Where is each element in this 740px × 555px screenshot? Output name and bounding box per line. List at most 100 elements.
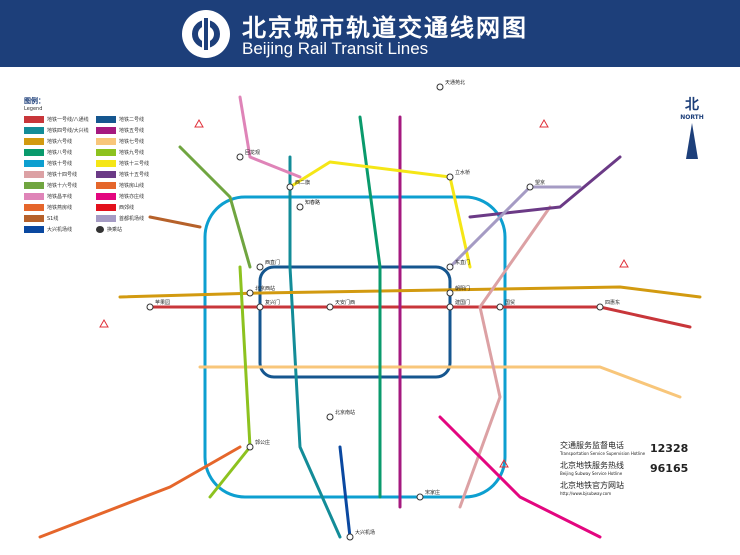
legend-item: 地铁四号线/大兴线 bbox=[24, 127, 92, 134]
station-marker[interactable] bbox=[326, 303, 334, 311]
legend-item: 地铁亦庄线 bbox=[96, 193, 164, 200]
station-marker[interactable] bbox=[496, 303, 504, 311]
station-label[interactable]: 西二旗 bbox=[295, 179, 310, 186]
station-label[interactable]: 望京 bbox=[535, 179, 545, 186]
line-fangshan bbox=[38, 445, 242, 539]
line-changping bbox=[238, 95, 302, 179]
line-2 bbox=[258, 265, 452, 379]
station-label[interactable]: 天通苑北 bbox=[445, 79, 465, 86]
line-13 bbox=[288, 160, 472, 269]
station-marker[interactable] bbox=[256, 303, 264, 311]
legend-item: 首都机场线 bbox=[96, 215, 164, 222]
station-label[interactable]: 宋家庄 bbox=[425, 489, 440, 496]
legend-item: 地铁九号线 bbox=[96, 149, 164, 156]
line-batong bbox=[598, 305, 692, 329]
legend-label: 地铁十四号线 bbox=[47, 172, 78, 178]
station-label[interactable]: 知春路 bbox=[305, 199, 320, 206]
station-marker[interactable] bbox=[246, 443, 254, 451]
station-label[interactable]: 复兴门 bbox=[265, 299, 280, 306]
beijing-subway-logo bbox=[182, 10, 230, 58]
legend-label: 地铁十号线 bbox=[47, 161, 73, 167]
legend-label: 地铁八号线 bbox=[47, 150, 73, 156]
line-7 bbox=[198, 365, 682, 399]
line-color-swatch bbox=[96, 182, 116, 189]
line-4 bbox=[288, 155, 342, 539]
line-color-swatch bbox=[24, 182, 44, 189]
station-marker[interactable] bbox=[236, 153, 244, 161]
line-color-swatch bbox=[96, 160, 116, 167]
hotline-label: 交通服务监督电话 bbox=[560, 441, 624, 450]
station-label[interactable]: 立水桥 bbox=[455, 169, 470, 176]
station-marker[interactable] bbox=[446, 263, 454, 271]
line-color-swatch bbox=[24, 171, 44, 178]
station-label[interactable]: 大兴机场 bbox=[355, 529, 375, 536]
legend-label: 换乘站 bbox=[107, 227, 123, 233]
station-marker[interactable] bbox=[246, 289, 254, 297]
hotline-number: 12328 bbox=[650, 442, 689, 455]
legend-label: 地铁十六号线 bbox=[47, 183, 78, 189]
legend-label: 地铁亦庄线 bbox=[119, 194, 145, 200]
station-marker[interactable] bbox=[446, 173, 454, 181]
station-marker[interactable] bbox=[346, 533, 354, 541]
legend-label: 地铁燕房线 bbox=[47, 205, 73, 211]
legend-item: 地铁八号线 bbox=[24, 149, 92, 156]
legend-item: 地铁一号线/八通线 bbox=[24, 116, 92, 123]
legend-item: 西郊线 bbox=[96, 204, 164, 211]
station-label[interactable]: 朝阳门 bbox=[455, 285, 470, 292]
station-label[interactable]: 北京西站 bbox=[255, 285, 275, 292]
station-marker[interactable] bbox=[296, 203, 304, 211]
station-marker[interactable] bbox=[436, 83, 444, 91]
station-label[interactable]: 郭公庄 bbox=[255, 439, 270, 446]
station-marker[interactable] bbox=[286, 183, 294, 191]
station-marker[interactable] bbox=[146, 303, 154, 311]
legend: 图例： Legend 地铁一号线/八通线地铁二号线地铁四号线/大兴线地铁五号线地… bbox=[24, 96, 164, 233]
title-cn: 北京城市轨道交通线网图 bbox=[242, 14, 528, 42]
legend-label: 地铁十三号线 bbox=[119, 161, 150, 167]
line-16 bbox=[178, 145, 252, 269]
north-cn: 北 bbox=[685, 97, 699, 113]
station-label[interactable]: 国贸 bbox=[505, 299, 515, 306]
legend-item: 地铁十五号线 bbox=[96, 171, 164, 178]
station-label[interactable]: 四惠东 bbox=[605, 299, 620, 306]
station-label[interactable]: 西直门 bbox=[265, 259, 280, 266]
station-marker[interactable] bbox=[416, 493, 424, 501]
station-marker[interactable] bbox=[326, 413, 334, 421]
station-label[interactable]: 北京南站 bbox=[335, 409, 355, 416]
legend-item: 地铁六号线 bbox=[24, 138, 92, 145]
station-label[interactable]: 东直门 bbox=[455, 259, 470, 266]
station-label[interactable]: 建国门 bbox=[455, 299, 470, 306]
hotline-number: 96165 bbox=[650, 462, 689, 475]
legend-item: 地铁二号线 bbox=[96, 116, 164, 123]
station-marker[interactable] bbox=[596, 303, 604, 311]
line-color-swatch bbox=[24, 204, 44, 211]
legend-label: 地铁四号线/大兴线 bbox=[47, 128, 89, 134]
legend-item: 地铁燕房线 bbox=[24, 204, 92, 211]
station-marker[interactable] bbox=[446, 303, 454, 311]
hotline-label-en: http://www.bjsubway.com bbox=[560, 491, 612, 496]
line-color-swatch bbox=[96, 171, 116, 178]
legend-label: 地铁二号线 bbox=[119, 117, 145, 123]
station-label[interactable]: 天安门西 bbox=[335, 299, 355, 306]
line-9 bbox=[208, 265, 252, 499]
line-14 bbox=[458, 205, 552, 509]
line-color-swatch bbox=[96, 127, 116, 134]
hotline-label-en: Transportation Service Supervision Hotli… bbox=[560, 451, 646, 456]
line-color-swatch bbox=[96, 215, 116, 222]
legend-label: 地铁房山线 bbox=[119, 183, 145, 189]
legend-label: 地铁一号线/八通线 bbox=[47, 117, 89, 123]
legend-item: 地铁十号线 bbox=[24, 160, 92, 167]
line-color-swatch bbox=[24, 116, 44, 123]
line-s1 bbox=[148, 215, 202, 229]
legend-label: 地铁五号线 bbox=[119, 128, 145, 134]
station-marker[interactable] bbox=[256, 263, 264, 271]
legend-label: 地铁昌平线 bbox=[47, 194, 73, 200]
station-label[interactable]: 苹果园 bbox=[155, 299, 170, 306]
station-marker[interactable] bbox=[446, 289, 454, 297]
station-marker[interactable] bbox=[526, 183, 534, 191]
station-label[interactable]: 回龙观 bbox=[245, 149, 260, 156]
line-15 bbox=[468, 155, 622, 219]
line-color-swatch bbox=[96, 226, 104, 233]
